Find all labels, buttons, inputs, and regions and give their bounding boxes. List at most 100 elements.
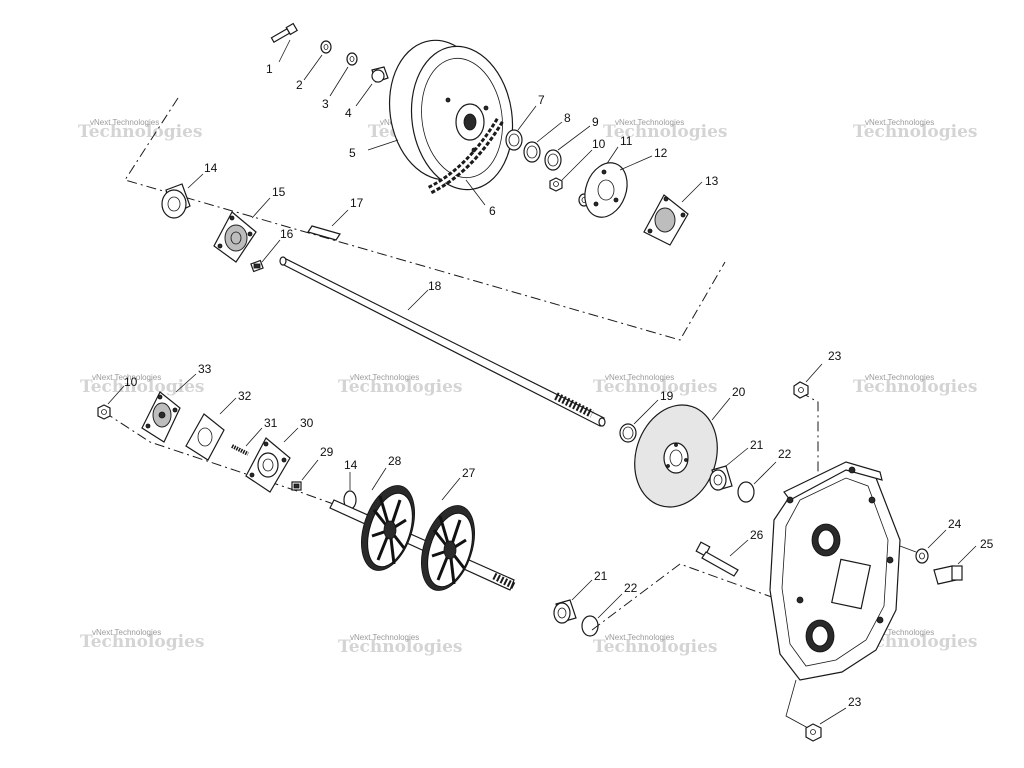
leader-14a xyxy=(187,173,204,189)
leader-9 xyxy=(557,125,591,151)
callout-23a: 23 xyxy=(828,349,842,363)
leader-13 xyxy=(681,181,703,203)
callout-11: 11 xyxy=(620,134,633,148)
leader-16 xyxy=(261,239,281,263)
watermark-text: vNext Technologies xyxy=(865,118,934,127)
callout-22a: 22 xyxy=(778,447,792,461)
watermark-text: vNext Technologies xyxy=(605,373,674,382)
callout-12: 12 xyxy=(654,146,668,160)
callout-26: 26 xyxy=(750,528,764,542)
watermark-text: vNext Technologies xyxy=(350,373,419,382)
part-chain-6 xyxy=(427,117,504,195)
leader-23a xyxy=(805,363,823,383)
leader-28 xyxy=(371,467,387,491)
part-seal-8 xyxy=(523,141,541,163)
callout-7: 7 xyxy=(538,93,545,107)
leader-17 xyxy=(331,209,349,227)
callout-9: 9 xyxy=(592,115,599,129)
part-seal-22a xyxy=(737,481,755,503)
part-oring-9 xyxy=(544,149,562,171)
callout-32: 32 xyxy=(238,389,252,403)
callout-8: 8 xyxy=(564,111,571,125)
leader-12 xyxy=(619,155,653,171)
leader-21b xyxy=(571,579,593,601)
watermark-text: vNext Technologies xyxy=(865,628,934,637)
callout-27: 27 xyxy=(462,466,476,480)
part-seal-22b xyxy=(581,615,599,637)
callout-21a: 21 xyxy=(750,438,764,452)
leader-5 xyxy=(367,139,399,151)
part-bearing-14 xyxy=(161,183,191,219)
case-axis-lower xyxy=(591,563,781,631)
watermark-text: vNext Technologies xyxy=(92,628,161,637)
part-drive-shaft-27 xyxy=(329,485,516,591)
callout-20: 20 xyxy=(732,385,746,399)
watermark-bg: Technologies xyxy=(78,122,202,142)
leader-7 xyxy=(517,105,537,131)
callout-15: 15 xyxy=(272,185,286,199)
callout-24: 24 xyxy=(948,517,962,531)
part-washer-24 xyxy=(915,548,929,564)
part-shaft-18 xyxy=(279,256,606,427)
watermark-bg: Technologies xyxy=(80,377,204,397)
watermark-bg: Technologies xyxy=(853,632,977,652)
leader-25 xyxy=(957,545,977,565)
leader-21a xyxy=(725,447,749,467)
callout-22b: 22 xyxy=(624,581,638,595)
part-seal-7 xyxy=(505,129,523,151)
callout-33: 33 xyxy=(198,362,212,376)
part-sprocket-5 xyxy=(388,39,514,191)
leader-4 xyxy=(355,83,373,107)
callout-29: 29 xyxy=(320,445,334,459)
part-bearing-21b xyxy=(553,599,577,624)
callout-28: 28 xyxy=(388,454,402,468)
part-screw-16 xyxy=(250,259,264,273)
watermark-text: vNext Technologies xyxy=(605,633,674,642)
part-gasket-32 xyxy=(185,413,225,461)
leader-6 xyxy=(465,179,486,206)
leader-22a xyxy=(753,461,777,485)
callout-5: 5 xyxy=(349,146,356,160)
part-bearing-flange-33 xyxy=(141,391,181,443)
leader-2 xyxy=(303,54,323,81)
leader-10 xyxy=(561,149,593,181)
callout-31: 31 xyxy=(264,416,278,430)
callout-2: 2 xyxy=(296,78,303,92)
callout-17: 17 xyxy=(350,196,364,210)
leader-26 xyxy=(729,539,749,557)
part-bearing-flange-13 xyxy=(643,194,689,246)
callout-1: 1 xyxy=(266,62,273,76)
watermark-bg: Technologies xyxy=(338,377,462,397)
part-snap-ring-19 xyxy=(619,423,637,443)
leader-30 xyxy=(283,427,299,443)
leader-24 xyxy=(927,529,947,549)
part-bolt-1 xyxy=(270,22,299,43)
part-bearing-flange-30 xyxy=(245,437,291,493)
part-bearing-flange-15 xyxy=(213,211,257,263)
watermarks: Technologies vNext Technologies Technolo… xyxy=(78,118,977,657)
leader-27 xyxy=(441,477,461,501)
lower-left-axis xyxy=(103,411,351,511)
watermark-bg: Technologies xyxy=(80,632,204,652)
part-pin-31 xyxy=(231,444,249,456)
part-brake-disc-20 xyxy=(634,404,718,508)
watermark-bg: Technologies xyxy=(338,637,462,657)
leader-32 xyxy=(219,397,237,415)
part-chain-case-housing xyxy=(769,461,901,681)
leader-29 xyxy=(301,459,319,481)
leader-23b xyxy=(819,707,847,725)
callout-14a: 14 xyxy=(204,161,218,175)
washer-axis xyxy=(899,545,917,553)
callout-6: 6 xyxy=(489,204,496,218)
part-flange-plate-12 xyxy=(584,162,628,218)
case-axis-bottom xyxy=(785,679,809,729)
callout-10: 10 xyxy=(592,137,606,151)
leader-33 xyxy=(175,373,197,393)
callout-19: 19 xyxy=(660,389,674,403)
leader-8 xyxy=(536,121,563,143)
leader-10b xyxy=(107,385,125,405)
watermark-bg: Technologies xyxy=(593,637,717,657)
leader-18 xyxy=(407,289,429,311)
part-key-17 xyxy=(307,225,341,241)
